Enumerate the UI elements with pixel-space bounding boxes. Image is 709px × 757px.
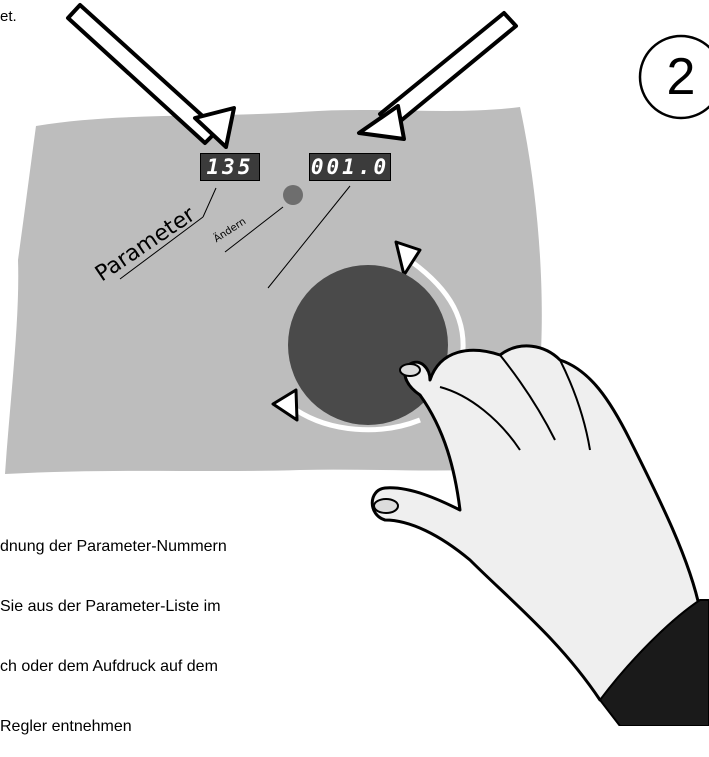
- caption-line: dnung der Parameter-Nummern: [0, 538, 227, 555]
- value-leader-line: [267, 185, 351, 289]
- step-number-circle: [638, 34, 709, 120]
- parameter-leader-line: [119, 216, 204, 280]
- illustration: [5, 3, 709, 726]
- intro-text-fragment: et.: [0, 8, 17, 25]
- step-number: 2: [666, 48, 696, 106]
- parameter-value-display: 001.0: [309, 153, 391, 181]
- arrow-to-value-display: [357, 11, 518, 141]
- sleeve: [598, 599, 709, 726]
- caption-line: Regler entnehmen: [0, 718, 132, 735]
- change-leader-line: [224, 206, 284, 253]
- arrow-to-parameter-display: [66, 3, 236, 149]
- rotation-arc-lower: [294, 407, 421, 433]
- parameter-leader-line-display: [202, 187, 217, 218]
- caption-line: ch oder dem Aufdruck auf dem: [0, 658, 218, 675]
- caption-line: Sie aus der Parameter-Liste im: [0, 598, 221, 615]
- rotation-arrowhead-upper: [394, 240, 422, 277]
- rotation-arrowhead-lower: [271, 388, 299, 422]
- rotation-arc-upper: [410, 259, 466, 361]
- caption: dnung der Parameter-Nummern Sie aus der …: [0, 497, 227, 757]
- hand: [370, 344, 709, 726]
- parameter-number-display: 135: [200, 153, 260, 181]
- change-led: [283, 185, 303, 205]
